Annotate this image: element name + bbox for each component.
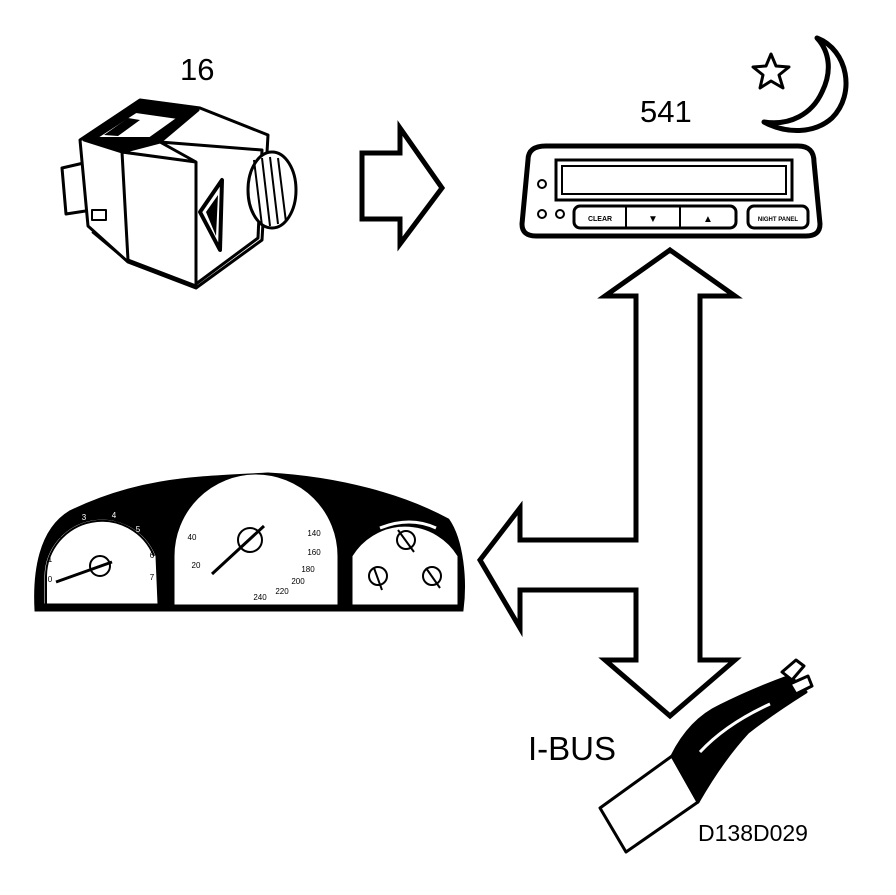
switch-number-label: 16 xyxy=(180,52,215,87)
arrow-right-icon xyxy=(359,120,446,252)
tach-tick-label: 3 xyxy=(82,513,87,522)
speedo-tick-label: 40 xyxy=(188,533,197,542)
clear-button-label: CLEAR xyxy=(588,216,612,223)
speedo-tick-label: 120 xyxy=(297,499,311,508)
tach-tick-label: 5 xyxy=(136,525,141,534)
double-arrow-icon xyxy=(476,246,743,720)
figure-code-label: D138D029 xyxy=(698,820,808,846)
speedo-tick-label: 100 xyxy=(261,479,275,488)
speedo-tick-label: 220 xyxy=(275,587,289,596)
moon-icon xyxy=(761,35,849,134)
speedo-tick-label: 180 xyxy=(301,565,315,574)
night-panel-button xyxy=(746,204,810,230)
up-button-label: ▲ xyxy=(703,214,713,225)
speedo-tick-label: 20 xyxy=(192,561,201,570)
speedo-tick-label: 240 xyxy=(253,593,267,602)
bus-cable-icon xyxy=(598,658,814,854)
bus-name-label: I-BUS xyxy=(528,730,617,767)
night-panel-button-label: NIGHT PANEL xyxy=(758,217,799,223)
display-button-group xyxy=(572,204,738,230)
display-number-label: 541 xyxy=(640,94,692,129)
star-icon xyxy=(751,52,791,90)
display-unit: CLEAR ▼ ▲ NIGHT PANEL xyxy=(519,143,823,239)
tach-tick-label: 2 xyxy=(58,531,63,540)
speedo-tick-label: 140 xyxy=(307,529,321,538)
speedo-tick-label: 90 xyxy=(226,479,235,488)
down-button-label: ▼ xyxy=(648,214,658,225)
instrument-cluster: 0 1 2 3 4 5 6 7 20 40 60 90 100 120 140 … xyxy=(34,472,465,612)
tach-tick-label: 1 xyxy=(48,555,53,564)
tach-tick-label: 6 xyxy=(150,551,155,560)
tach-tick-label: 7 xyxy=(150,573,155,582)
tach-tick-label: 0 xyxy=(48,575,53,584)
light-switch-icon xyxy=(60,98,298,290)
tach-tick-label: 4 xyxy=(112,511,117,520)
speedo-tick-label: 160 xyxy=(307,548,321,557)
speedo-tick-label: 200 xyxy=(291,577,305,586)
speedo-tick-label: 60 xyxy=(198,500,207,509)
